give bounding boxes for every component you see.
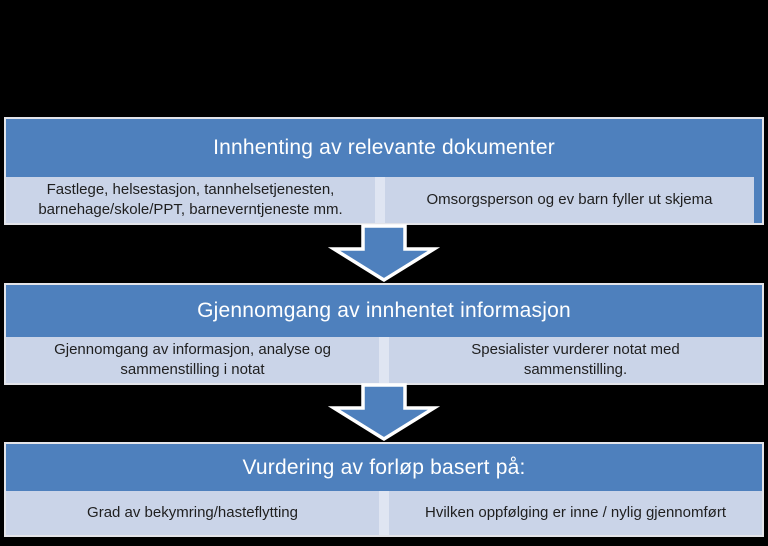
section-row: Gjennomgang av informasjon, analyse og s… [6, 337, 762, 383]
accent-strip [754, 177, 762, 223]
cell-divider [379, 337, 389, 383]
left-cell: Grad av bekymring/hasteflytting [6, 491, 379, 535]
cell-divider [379, 491, 389, 535]
section-gjennomgang: Gjennomgang av innhentet informasjon Gje… [4, 283, 764, 385]
right-cell: Spesialister vurderer notat med sammenst… [389, 337, 762, 383]
section-row: Fastlege, helsestasjon, tannhelsetjenest… [6, 177, 762, 223]
left-cell: Fastlege, helsestasjon, tannhelsetjenest… [6, 177, 375, 223]
section-header: Vurdering av forløp basert på: [6, 444, 762, 491]
left-cell: Gjennomgang av informasjon, analyse og s… [6, 337, 379, 383]
cell-divider [375, 177, 385, 223]
section-vurdering: Vurdering av forløp basert på: Grad av b… [4, 442, 764, 537]
section-header: Gjennomgang av innhentet informasjon [6, 285, 762, 337]
section-innhenting: Innhenting av relevante dokumenter Fastl… [4, 117, 764, 225]
section-header: Innhenting av relevante dokumenter [6, 119, 762, 177]
down-arrow-icon [327, 224, 441, 283]
down-arrow-icon [327, 383, 441, 442]
section-row: Grad av bekymring/hasteflytting Hvilken … [6, 491, 762, 535]
right-cell: Hvilken oppfølging er inne / nylig gjenn… [389, 491, 762, 535]
right-cell: Omsorgsperson og ev barn fyller ut skjem… [385, 177, 754, 223]
